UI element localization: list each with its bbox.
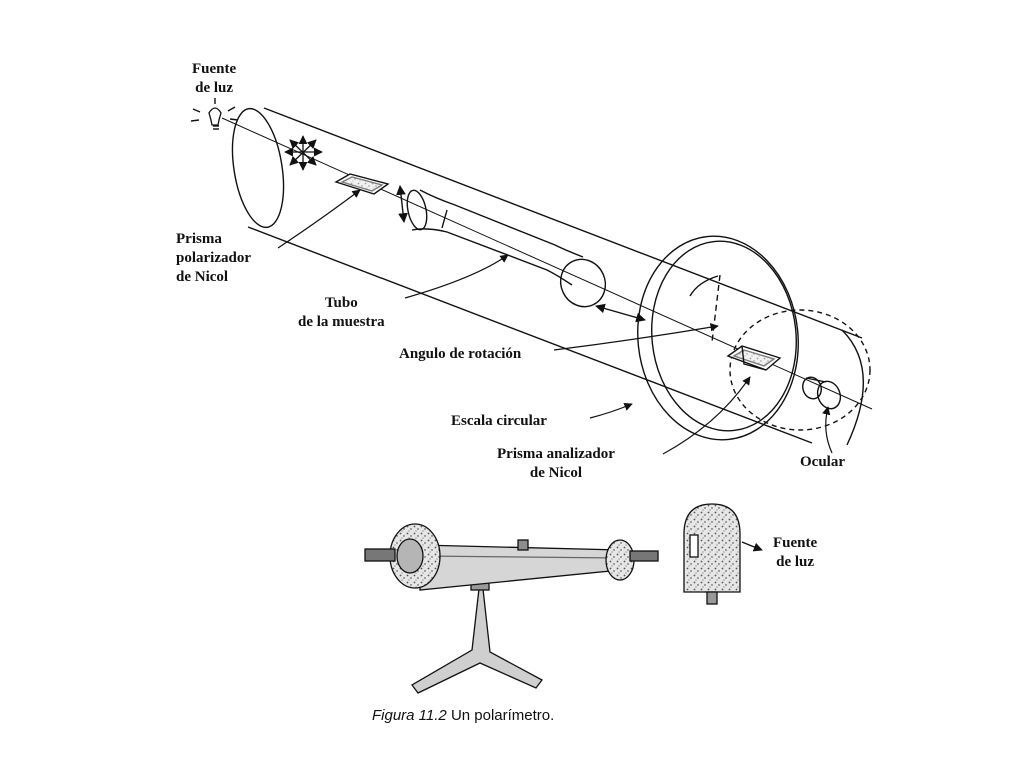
polarizer-prism xyxy=(334,173,408,223)
light-bulb-icon xyxy=(190,98,239,130)
sample-tube xyxy=(406,189,607,308)
circular-scale-disk xyxy=(637,235,871,441)
label-eyepiece: Ocular xyxy=(800,454,845,470)
label-light-source-bottom: Fuente de luz xyxy=(773,535,818,570)
label-circular-scale: Escala circular xyxy=(451,413,547,429)
label-analyzer-prism: Prisma analizador de Nicol xyxy=(497,446,615,481)
polarimeter-body-cylinder xyxy=(231,107,864,446)
light-beam xyxy=(221,117,873,410)
label-sample-tube: Tubo de la muestra xyxy=(298,295,385,330)
label-light-source-top: Fuente de luz xyxy=(192,61,237,96)
label-leaders xyxy=(277,189,833,455)
label-polarizer-prism: Prisma polarizador de Nicol xyxy=(176,231,251,285)
unpolarized-light-symbol xyxy=(284,135,323,171)
polarimeter-photo xyxy=(364,503,763,694)
figure-caption: Figura 11.2 Un polarímetro. xyxy=(372,707,554,724)
figure-number: Figura 11.2 xyxy=(372,707,447,724)
figure-caption-text: Un polarímetro. xyxy=(450,707,555,724)
label-rotation-angle: Angulo de rotación xyxy=(399,346,522,362)
eyepiece-lens xyxy=(802,376,842,410)
analyzer-prism xyxy=(726,345,782,371)
